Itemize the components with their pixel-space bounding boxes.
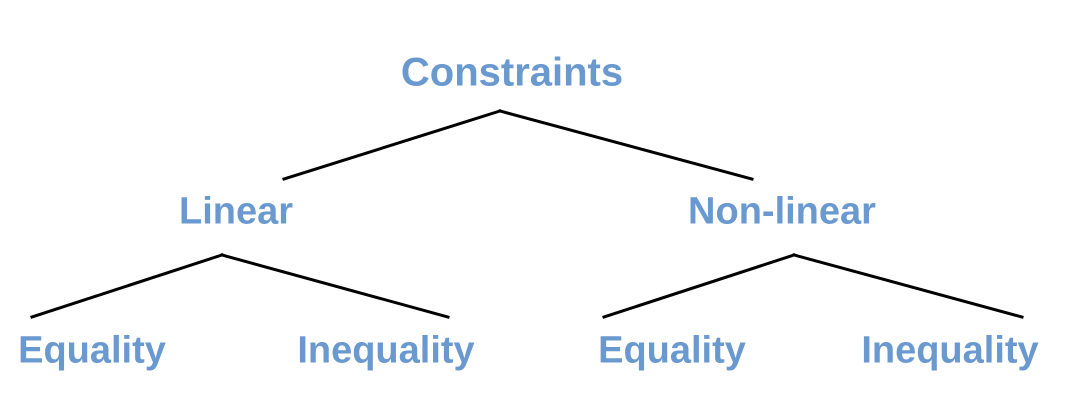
node-constraints: Constraints bbox=[400, 50, 624, 95]
node-linear-inequality: Inequality bbox=[297, 329, 475, 372]
tree-edge-linear-to-lin-inequality bbox=[220, 253, 450, 319]
node-nonlinear-inequality: Inequality bbox=[861, 329, 1039, 372]
node-linear: Linear bbox=[178, 190, 294, 233]
tree-edge-root-to-nonlinear bbox=[498, 109, 754, 181]
tree-edge-nonlinear-to-non-equality bbox=[602, 253, 796, 319]
node-linear-equality: Equality bbox=[18, 329, 166, 372]
tree-edge-root-to-linear bbox=[282, 109, 502, 181]
node-nonlinear-equality: Equality bbox=[598, 329, 746, 372]
tree-edge-nonlinear-to-non-inequality bbox=[792, 253, 1024, 319]
node-non-linear: Non-linear bbox=[688, 190, 876, 233]
tree-edge-linear-to-lin-equality bbox=[30, 253, 224, 319]
